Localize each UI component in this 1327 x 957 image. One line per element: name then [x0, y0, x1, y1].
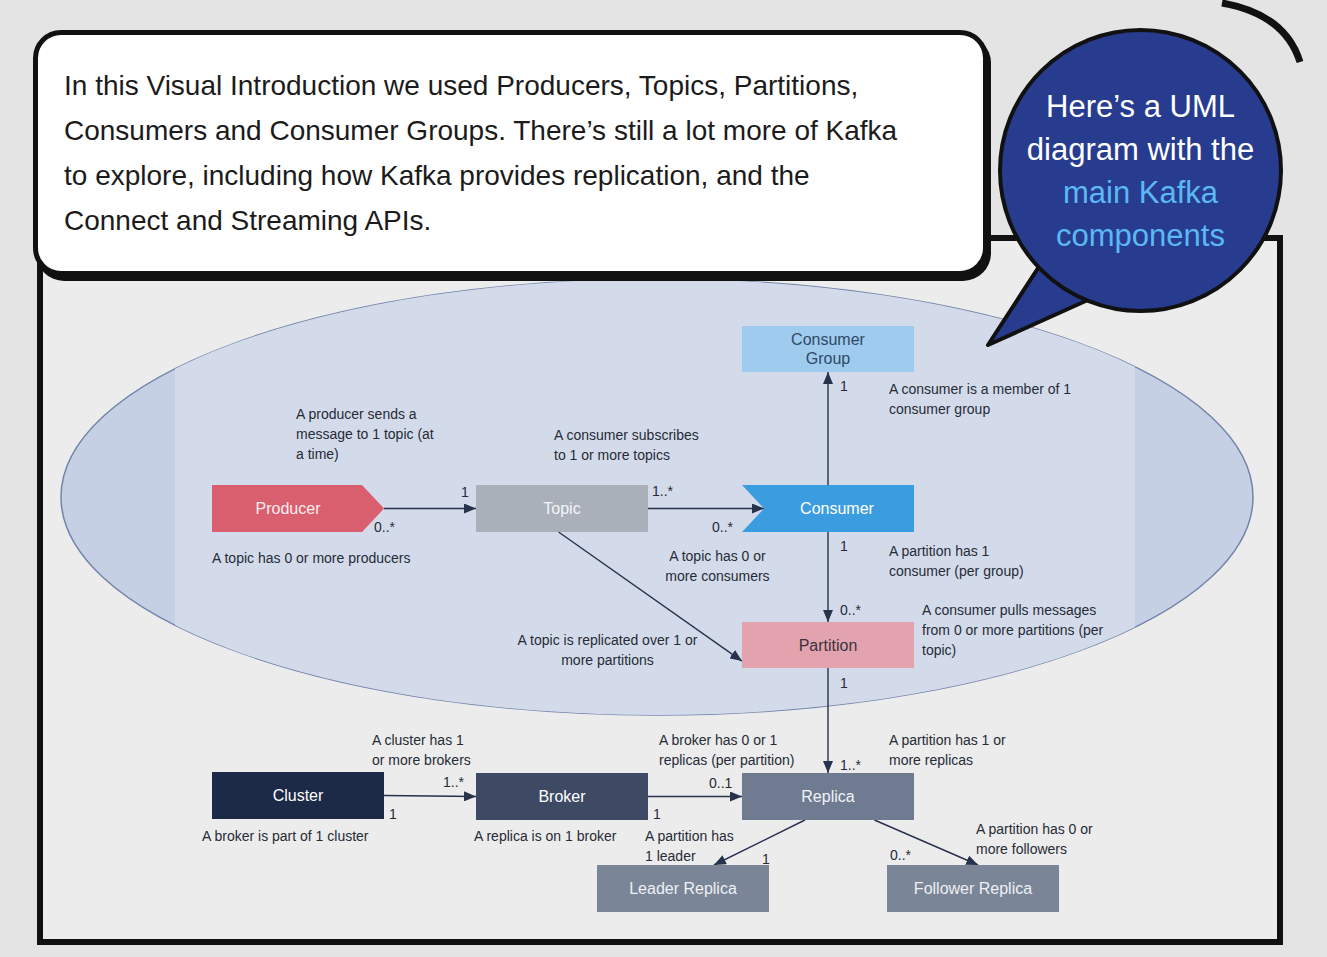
multiplicity: 1..*	[443, 772, 464, 792]
node-text-block: Follower Replica	[914, 879, 1032, 898]
annotation: A replica is on 1 broker	[474, 826, 674, 846]
annotation: A broker is part of 1 cluster	[202, 826, 442, 846]
node-text: Replica	[801, 787, 854, 806]
association-arrow	[827, 668, 828, 773]
class-box: Broker	[476, 773, 648, 820]
annotation: A partition has 1 leader	[645, 826, 745, 866]
class-box: Leader Replica	[597, 865, 769, 912]
annotation: A consumer is a member of 1 consumer gro…	[889, 379, 1074, 419]
multiplicity: 1	[653, 804, 661, 824]
class-box: Cluster	[212, 772, 384, 819]
node-text-block: Leader Replica	[629, 879, 737, 898]
class-box: Producer	[212, 485, 384, 532]
node-text-block: Producer	[256, 499, 341, 518]
annotation: A broker has 0 or 1 replicas (per partit…	[659, 730, 824, 770]
node-text: Here’s a UML diagram with the	[1021, 85, 1261, 171]
node-outline-shape	[212, 485, 384, 532]
node-text: Partition	[799, 636, 858, 655]
annotation: A topic is replicated over 1 or more par…	[515, 630, 700, 670]
node-text-block: Topic	[543, 499, 580, 518]
node-text: Follower Replica	[914, 879, 1032, 898]
annotation: A partition has 1 or more replicas	[889, 730, 1007, 770]
speech-bubble: Here’s a UML diagram with themain Kafka …	[998, 28, 1283, 313]
node-text: Topic	[543, 499, 580, 518]
node-text-block: Consumer Group	[783, 330, 873, 368]
association-arrow	[648, 508, 764, 509]
multiplicity: 0..*	[890, 845, 911, 865]
intro-callout: In this Visual Introduction we used Prod…	[33, 30, 988, 276]
multiplicity: 1	[461, 482, 469, 502]
annotation: A consumer pulls messages from 0 or more…	[922, 600, 1122, 660]
node-text-block: Replica	[801, 787, 854, 806]
node-text: Cluster	[273, 786, 324, 805]
class-box: Consumer Group	[742, 326, 914, 372]
multiplicity: 1	[389, 804, 397, 824]
annotation: A topic has 0 or more consumers	[655, 546, 780, 586]
association-arrow	[648, 796, 742, 797]
decor-arc	[1222, 3, 1300, 62]
annotation: A cluster has 1 or more brokers	[372, 730, 480, 770]
class-box: Topic	[476, 485, 648, 532]
association-arrow	[827, 372, 828, 485]
multiplicity: 0..1	[709, 773, 732, 793]
node-text-block: Partition	[799, 636, 858, 655]
class-box: Consumer	[742, 485, 914, 532]
multiplicity: 1..*	[840, 755, 861, 775]
node-text-block: Here’s a UML diagram with themain Kafka …	[1021, 85, 1261, 257]
node-text: main Kafka components	[1021, 171, 1261, 257]
multiplicity: 0..*	[374, 517, 395, 537]
annotation: A producer sends a message to 1 topic (a…	[296, 404, 436, 464]
node-text-block: In this Visual Introduction we used Prod…	[64, 63, 904, 243]
class-box: Follower Replica	[887, 865, 1059, 912]
multiplicity: 1	[840, 376, 848, 396]
node-outline-shape	[742, 485, 914, 532]
slide-frame	[40, 238, 1280, 942]
node-text: Consumer	[800, 499, 874, 518]
class-box: Partition	[742, 622, 914, 668]
annotation: A partition has 1 consumer (per group)	[889, 541, 1039, 581]
multiplicity: 1	[762, 849, 770, 869]
scope-panel	[175, 280, 1135, 720]
association-arrow	[384, 796, 476, 797]
annotation: A consumer subscribes to 1 or more topic…	[554, 425, 712, 465]
node-text: In this Visual Introduction we used Prod…	[64, 63, 904, 243]
node-text-block: Cluster	[273, 786, 324, 805]
annotation: A partition has 0 or more followers	[976, 819, 1094, 859]
association-arrow	[827, 532, 828, 622]
node-text: Broker	[538, 787, 585, 806]
node-text-block: Consumer	[782, 499, 874, 518]
multiplicity: 0..*	[712, 517, 733, 537]
annotation: A topic has 0 or more producers	[212, 548, 472, 568]
multiplicity: 1	[840, 673, 848, 693]
multiplicity: 1	[840, 536, 848, 556]
node-text-block: Broker	[538, 787, 585, 806]
multiplicity: 0..*	[840, 600, 861, 620]
association-arrow	[384, 508, 476, 509]
multiplicity: 1..*	[652, 481, 673, 501]
node-text: Leader Replica	[629, 879, 737, 898]
association-arrow	[874, 820, 978, 865]
node-text: Producer	[256, 499, 321, 518]
class-box: Replica	[742, 773, 914, 820]
node-text: Consumer Group	[783, 330, 873, 368]
